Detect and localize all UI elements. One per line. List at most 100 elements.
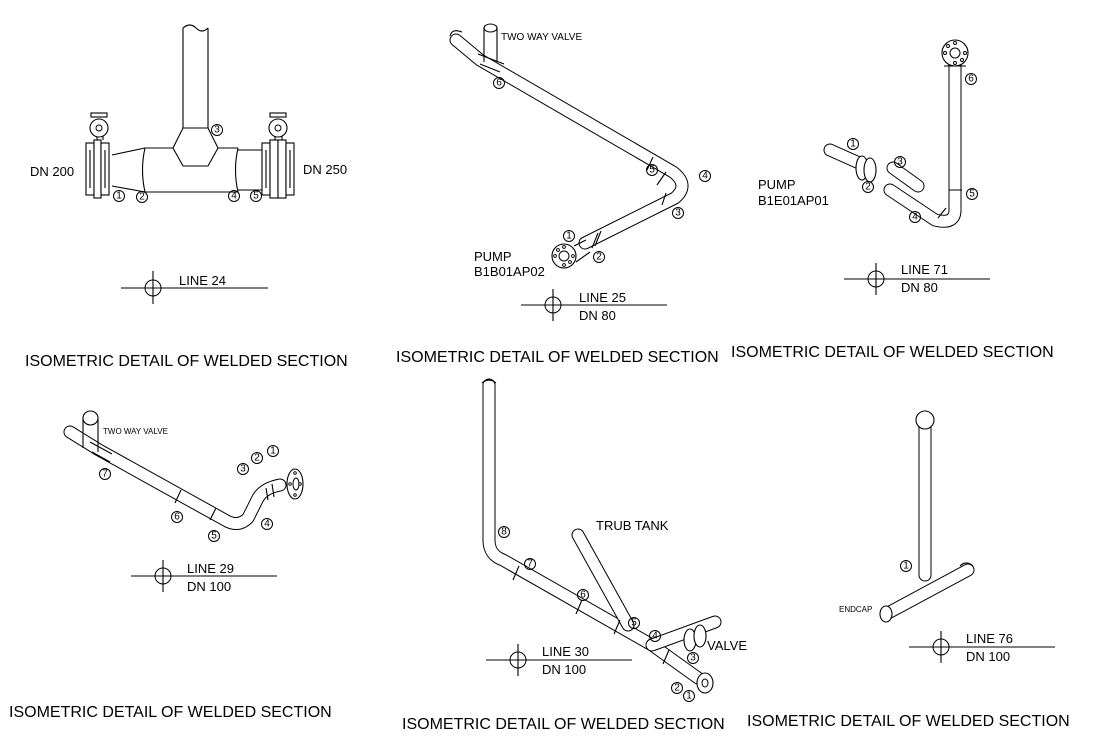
svg-text:1: 1 (116, 191, 122, 202)
svg-text:4: 4 (264, 519, 270, 530)
weld-number: 1 (847, 138, 859, 150)
diagram-line-24: DN 200 DN 250 1 2 3 4 5 LINE 24 ISOMETRI… (25, 24, 348, 370)
caption: ISOMETRIC DETAIL OF WELDED SECTION (396, 349, 719, 366)
label-dn200: DN 200 (30, 164, 74, 179)
weld-number: 1 (900, 560, 912, 572)
line-dn: DN 100 (542, 662, 586, 677)
svg-text:4: 4 (702, 171, 708, 182)
right-flange-b (269, 139, 279, 199)
svg-text:2: 2 (865, 182, 871, 193)
line-marker: LINE 29 DN 100 (131, 560, 277, 594)
line-marker: LINE 76 DN 100 (909, 631, 1055, 664)
svg-text:5: 5 (631, 618, 637, 629)
pipe-end-cap (449, 30, 463, 37)
svg-text:3: 3 (690, 653, 696, 664)
svg-text:5: 5 (649, 165, 655, 176)
label-endcap: ENDCAP (839, 605, 872, 614)
diagram-line-71: PUMP B1E01AP01 1 2 3 4 5 6 LINE 71 DN 80… (731, 39, 1054, 361)
reducer (111, 147, 146, 193)
left-flange-b (93, 139, 102, 199)
pipe-top (915, 410, 935, 430)
line-marker: LINE 30 DN 100 (486, 644, 632, 677)
line-dn: DN 100 (187, 579, 231, 594)
svg-text:1: 1 (270, 446, 276, 457)
weld-number: 1 (267, 445, 279, 457)
svg-text:5: 5 (253, 191, 259, 202)
right-handwheel-hub (274, 124, 282, 132)
weld-marks (512, 565, 670, 665)
pipe-break (959, 562, 974, 567)
weld-number: 5 (646, 164, 658, 176)
right-sleeve (238, 149, 262, 191)
line-number: LINE 30 (542, 644, 589, 659)
weld-number: 3 (687, 652, 699, 664)
weld-number: 8 (498, 526, 510, 538)
diagram-line-29: TWO WAY VALVE 1 2 3 4 5 6 7 LINE 29 DN 1… (9, 410, 332, 721)
weld-number: 3 (211, 124, 223, 136)
svg-text:1: 1 (850, 139, 856, 150)
line-dn: DN 100 (966, 649, 1010, 664)
weld-number: 4 (228, 190, 240, 202)
line-number: LINE 25 (579, 290, 626, 305)
weld-number: 4 (261, 518, 273, 530)
caption: ISOMETRIC DETAIL OF WELDED SECTION (402, 716, 725, 733)
end-cap (879, 605, 893, 623)
weld-number: 6 (493, 77, 505, 89)
svg-text:2: 2 (254, 453, 260, 464)
weld-number: 4 (649, 630, 661, 642)
weld-number: 7 (99, 468, 111, 480)
weld-number: 2 (251, 452, 263, 464)
svg-text:3: 3 (240, 464, 246, 475)
left-handwheel-hub (95, 124, 103, 132)
caption: ISOMETRIC DETAIL OF WELDED SECTION (9, 704, 332, 721)
end-flange (696, 672, 714, 694)
main-pipe-body (145, 147, 238, 193)
weld-number: 6 (965, 73, 977, 85)
weld-number: 3 (894, 156, 906, 168)
valve-body (89, 441, 113, 463)
label-dn250: DN 250 (303, 162, 347, 177)
pump-flange-bore (558, 250, 570, 262)
left-handwheel (89, 118, 109, 138)
weld-number: 2 (593, 251, 605, 263)
vertical-pipe (182, 28, 209, 130)
weld-number: 5 (250, 190, 262, 202)
svg-text:4: 4 (231, 191, 237, 202)
svg-text:7: 7 (527, 559, 533, 570)
weld-number: 4 (909, 211, 921, 223)
weld-number: 7 (524, 558, 536, 570)
line-dn: DN 80 (579, 308, 616, 323)
svg-text:5: 5 (969, 189, 975, 200)
pump-nozzle (573, 239, 591, 263)
weld-number: 2 (136, 191, 148, 203)
line-dn: DN 80 (901, 280, 938, 295)
svg-text:6: 6 (174, 512, 180, 523)
svg-text:3: 3 (675, 208, 681, 219)
svg-text:6: 6 (968, 74, 974, 85)
line-number: LINE 29 (187, 561, 234, 576)
label-trub-tank: TRUB TANK (596, 518, 669, 533)
label-two-way-valve: TWO WAY VALVE (103, 427, 168, 436)
caption: ISOMETRIC DETAIL OF WELDED SECTION (747, 713, 1070, 730)
svg-text:6: 6 (580, 590, 586, 601)
weld-number: 1 (113, 190, 125, 202)
weld-number: 3 (672, 207, 684, 219)
caption: ISOMETRIC DETAIL OF WELDED SECTION (731, 344, 1054, 361)
svg-text:1: 1 (903, 561, 909, 572)
pipe-break (182, 24, 209, 32)
line-number: LINE 71 (901, 262, 948, 277)
svg-text:5: 5 (211, 531, 217, 542)
svg-text:7: 7 (102, 469, 108, 480)
label-valve: VALVE (707, 638, 747, 653)
diagram-line-76: ENDCAP 1 LINE 76 DN 100 ISOMETRIC DETAIL… (747, 410, 1070, 730)
valve-stub-top (82, 410, 99, 426)
flange-bolts (288, 471, 302, 497)
valve-flange-b (693, 624, 707, 648)
line-marker: LINE 24 (121, 271, 268, 304)
svg-text:4: 4 (912, 212, 918, 223)
weld-number: 4 (699, 170, 711, 182)
label-two-way-valve: TWO WAY VALVE (501, 32, 582, 43)
right-handwheel (268, 118, 288, 138)
weld-number: 2 (862, 181, 874, 193)
svg-text:3: 3 (897, 157, 903, 168)
